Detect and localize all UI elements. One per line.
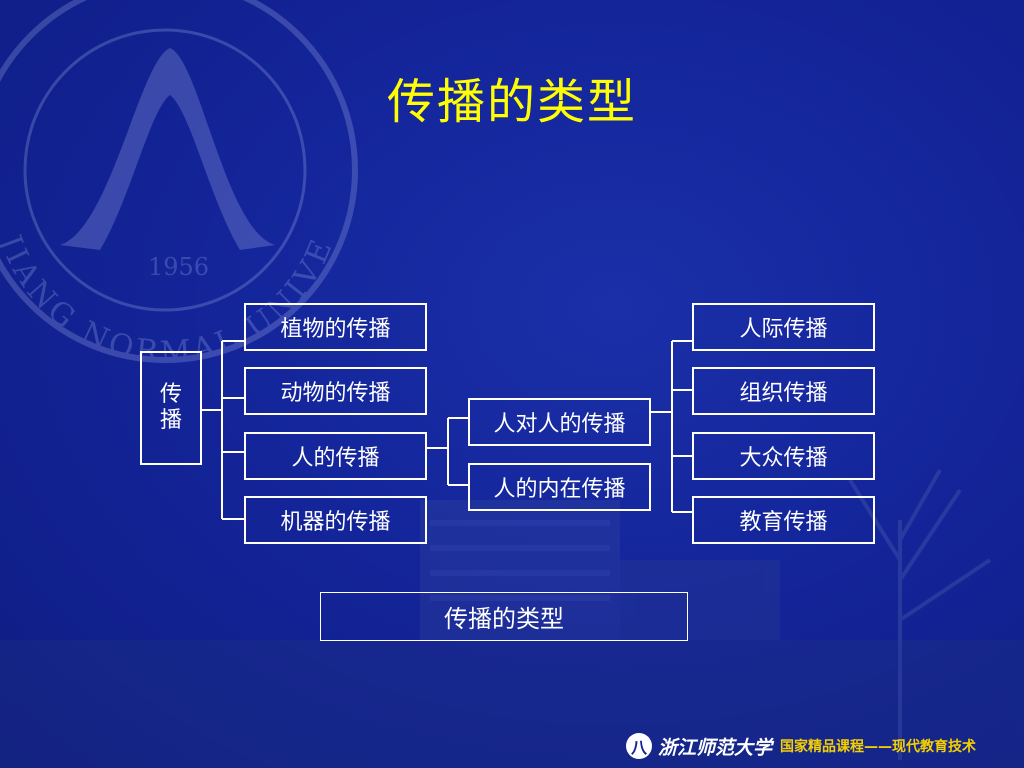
seal-year: 1956 [148,253,209,281]
university-logo-icon: 八 [626,733,652,759]
node-educational: 教育传播 [692,496,875,544]
node-machine-communication: 机器的传播 [244,496,427,544]
diagram-caption: 传播的类型 [320,592,688,641]
slide-title: 传播的类型 [386,74,637,130]
node-human-communication: 人的传播 [244,432,427,480]
node-interpersonal: 人际传播 [692,303,875,351]
course-label: 国家精品课程——现代教育技术 [780,739,977,755]
node-mass: 大众传播 [692,432,875,480]
node-person-to-person: 人对人的传播 [468,398,651,446]
node-organizational: 组织传播 [692,367,875,415]
footer-branding: 八 浙江师范大学 国家精品课程——现代教育技术 [626,730,1016,762]
university-name: 浙江师范大学 [658,736,773,759]
node-plant-communication: 植物的传播 [244,303,427,351]
campus-silhouette-watermark [0,469,1024,768]
node-animal-communication: 动物的传播 [244,367,427,415]
root-node-label: 传播 [159,382,182,433]
node-intrapersonal: 人的内在传播 [468,463,651,511]
root-node-chuanbo: 传播 [140,351,202,465]
